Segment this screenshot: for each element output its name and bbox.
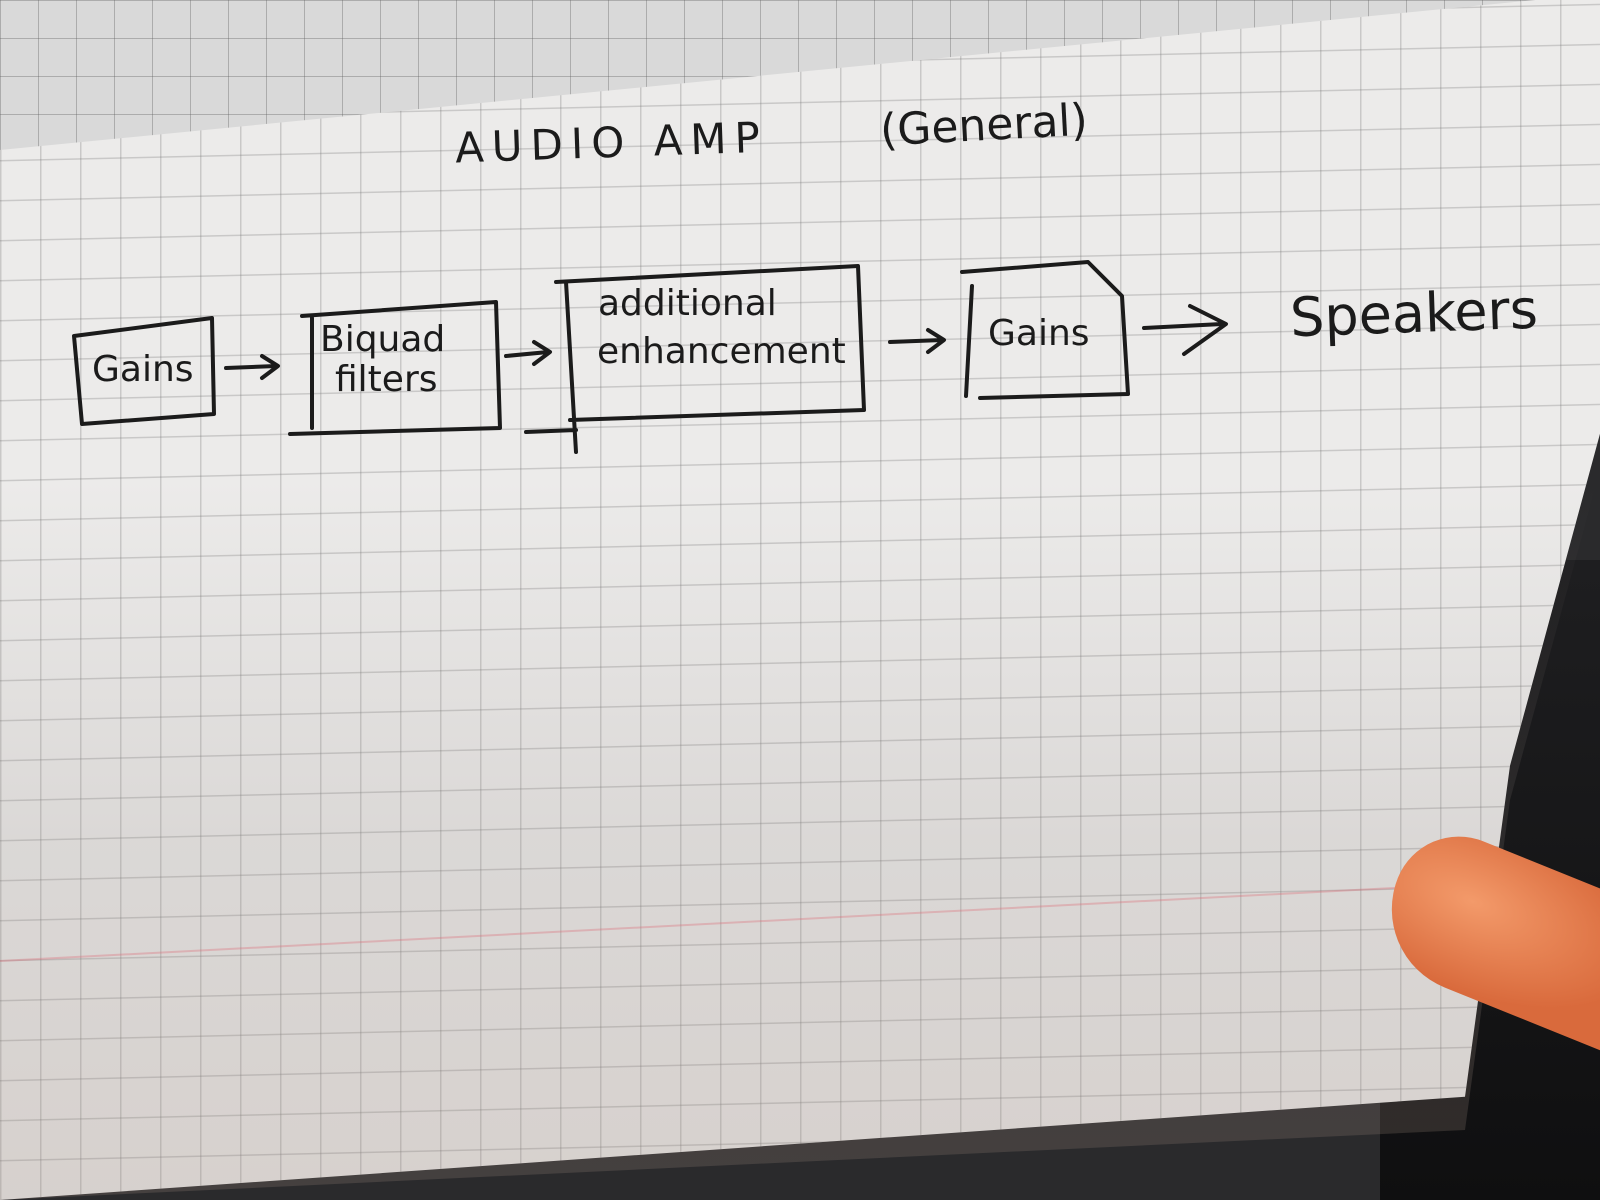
box-gains-output	[960, 260, 1130, 400]
output-label-speakers: Speakers	[1288, 277, 1539, 350]
block-label-gains-input: Gains	[92, 349, 194, 390]
block-label-biquad-line1: Biquad	[320, 319, 446, 360]
arrow-3	[888, 328, 946, 354]
block-label-enhancement-line1: additional	[598, 283, 777, 324]
box-gains-input	[72, 316, 216, 426]
block-label-biquad-line2: filters	[335, 359, 438, 400]
arrow-4	[1142, 304, 1228, 356]
arrow-2	[504, 340, 552, 366]
box-additional-enhancement	[524, 264, 866, 454]
block-label-gains-output: Gains	[988, 313, 1090, 354]
box-biquad-filters	[288, 300, 502, 436]
block-label-enhancement-line2: enhancement	[597, 331, 846, 372]
arrow-1	[224, 354, 280, 380]
